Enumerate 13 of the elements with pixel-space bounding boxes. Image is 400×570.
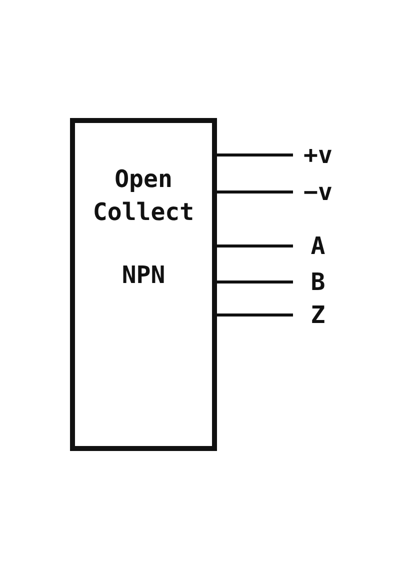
component-name-label: Open Collect bbox=[92, 164, 196, 228]
pin-line bbox=[217, 244, 293, 248]
pin-label: A bbox=[296, 231, 340, 261]
component-type-label: NPN bbox=[122, 260, 166, 291]
pin-line bbox=[217, 314, 293, 316]
pin-line bbox=[217, 154, 293, 156]
pin-label: Z bbox=[296, 300, 340, 330]
pin-label: +v bbox=[296, 140, 340, 170]
pin-label: −v bbox=[296, 177, 340, 207]
component-box bbox=[70, 118, 217, 451]
pin-label: B bbox=[296, 267, 340, 297]
pin-line bbox=[217, 280, 293, 284]
pin-line bbox=[217, 190, 293, 194]
